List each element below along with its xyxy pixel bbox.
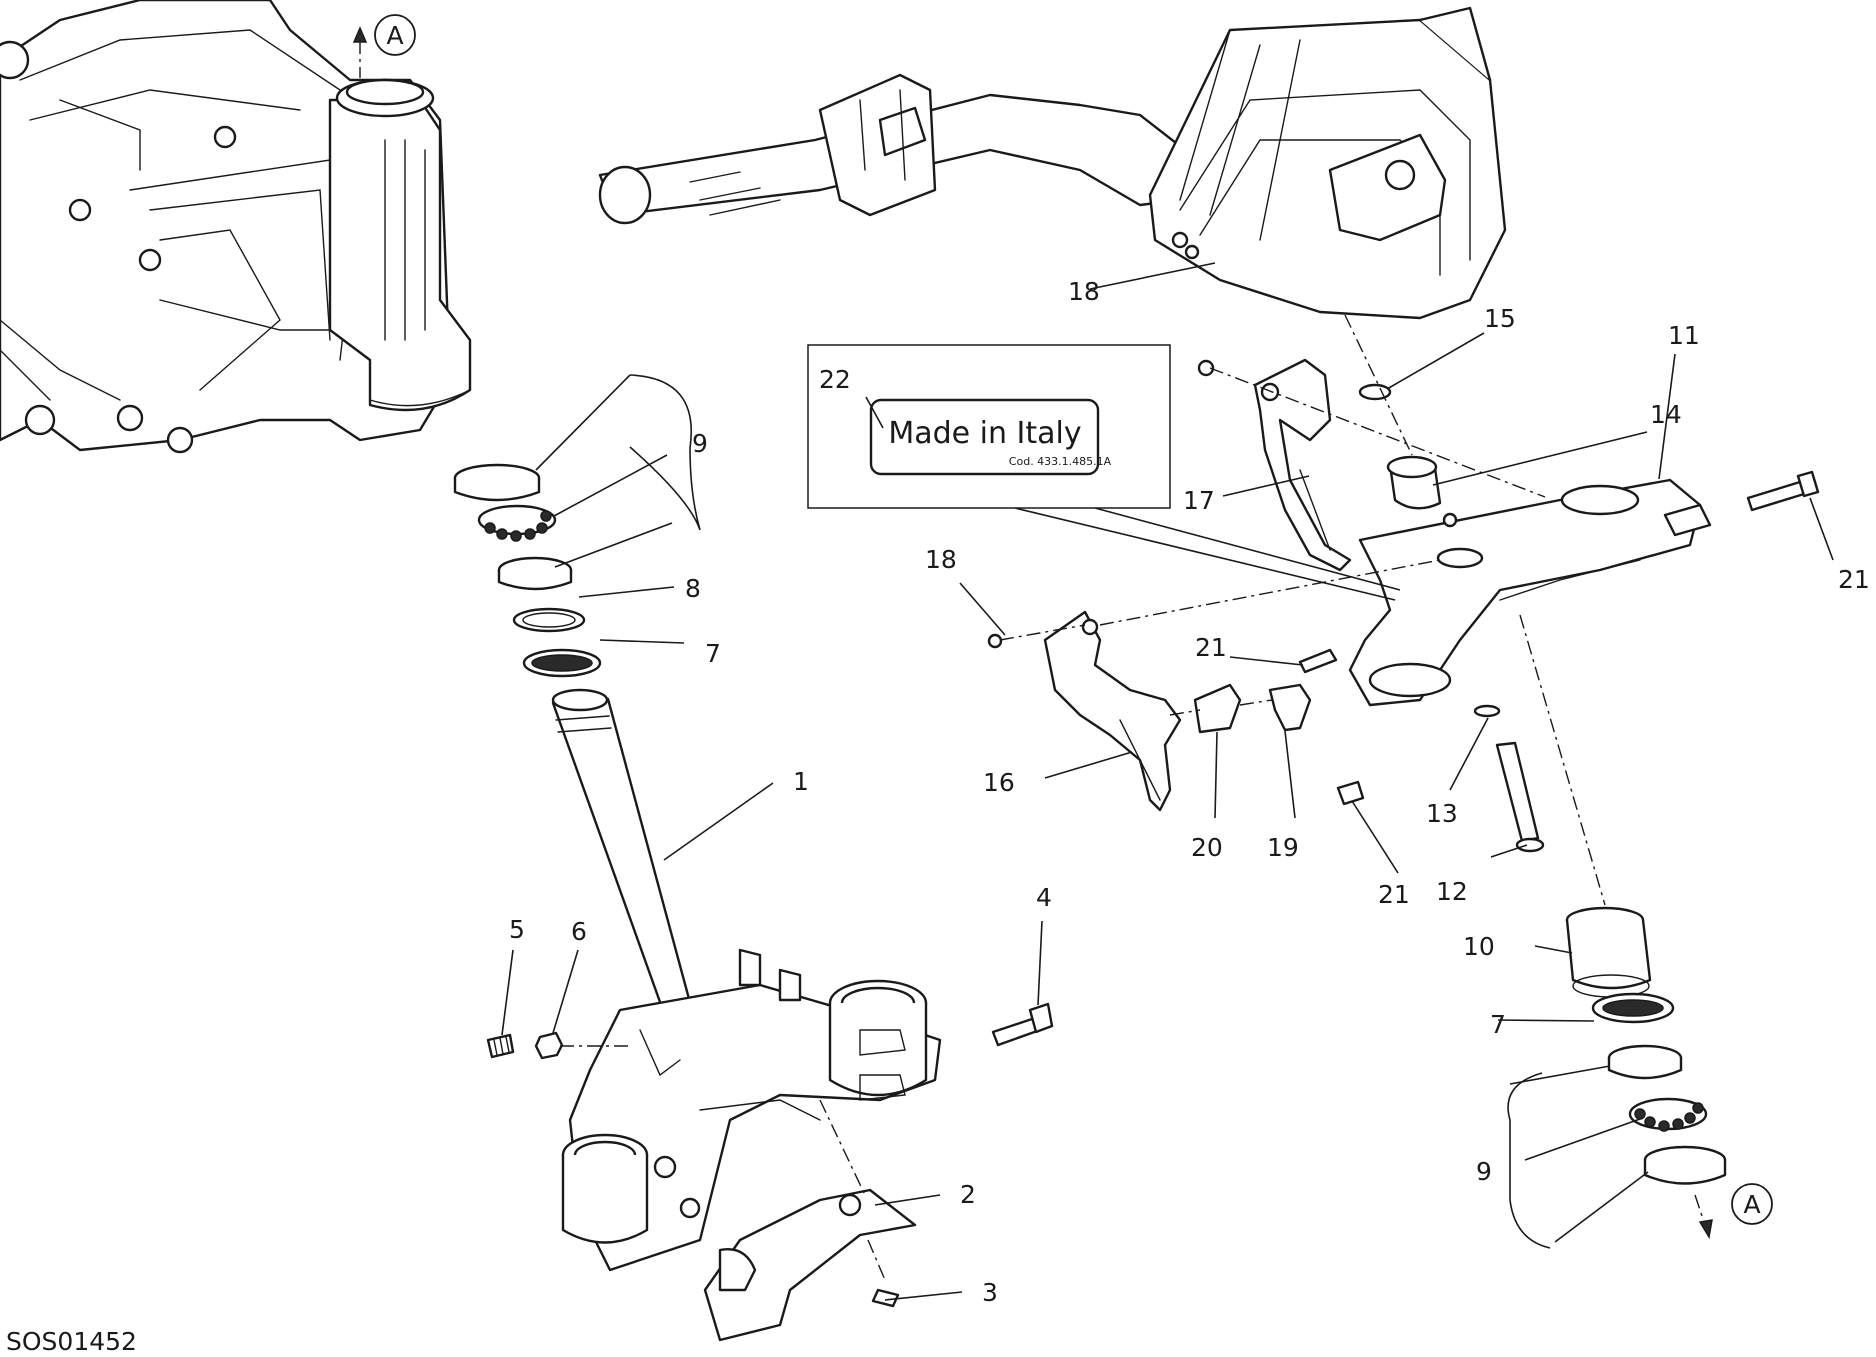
bearing-set-lower (1607, 1044, 1727, 1185)
steering-stem (551, 688, 694, 1018)
reference-marker-label: A (1743, 1190, 1760, 1219)
handlebar-assembly (598, 6, 1507, 320)
callout-21-lower: 21 (1378, 880, 1410, 909)
reference-marker-label: A (386, 21, 403, 50)
callout-19: 19 (1267, 833, 1299, 862)
screw-4 (991, 1002, 1054, 1047)
callout-9-lower: 9 (1476, 1157, 1492, 1186)
clip-19 (1268, 683, 1312, 732)
label-code: Cod. 433.1.485.1A (1009, 455, 1112, 468)
callout-21-mid: 21 (1195, 633, 1227, 662)
upper-triple-clamp (1348, 478, 1712, 707)
damper-20 (1193, 683, 1242, 734)
washer-13 (1473, 704, 1501, 718)
reference-marker-bottom: A (1694, 1183, 1773, 1240)
bearing-set-upper (453, 463, 573, 591)
reference-marker-top: A (352, 14, 416, 78)
leader-lines (501, 262, 1834, 1301)
bracket-16 (1043, 610, 1182, 812)
callout-3: 3 (982, 1278, 998, 1307)
callout-14: 14 (1650, 400, 1682, 429)
grub-screw-5 (486, 1033, 515, 1059)
callout-20: 20 (1191, 833, 1223, 862)
callout-18-lower: 18 (925, 545, 957, 574)
callout-numbers: 1 2 3 4 5 6 7 7 8 9 9 10 11 12 13 14 15 … (509, 277, 1870, 1307)
nut-6 (534, 1031, 564, 1060)
dust-cover-7-right (1591, 992, 1675, 1024)
callout-17: 17 (1183, 486, 1215, 515)
callout-7-left: 7 (705, 639, 721, 668)
callout-6: 6 (571, 917, 587, 946)
callout-10: 10 (1463, 932, 1495, 961)
callout-9-upper: 9 (692, 429, 708, 458)
callout-8: 8 (685, 574, 701, 603)
callout-12: 12 (1436, 877, 1468, 906)
screw-18-lower (987, 633, 1003, 649)
callout-21-right: 21 (1838, 565, 1870, 594)
drawing-code: SOS01452 (6, 1327, 137, 1356)
bolt-12 (1495, 741, 1545, 853)
seal-ring (512, 607, 586, 633)
callout-2: 2 (960, 1180, 976, 1209)
label-callout-box: Made in Italy Cod. 433.1.485.1A (807, 344, 1401, 601)
screw-3 (871, 1288, 900, 1308)
callout-11: 11 (1668, 321, 1700, 350)
callout-4: 4 (1036, 883, 1052, 912)
callout-15: 15 (1484, 304, 1516, 333)
adjuster-nut-10 (1565, 906, 1652, 998)
callout-18-upper: 18 (1068, 277, 1100, 306)
bolt-21-mid (1298, 648, 1338, 674)
screw-small-top (1197, 359, 1215, 377)
bolt-21-lower (1336, 780, 1365, 806)
label-text: Made in Italy (888, 416, 1081, 451)
rubber-damper-14 (1386, 455, 1442, 510)
callout-5: 5 (509, 915, 525, 944)
callout-13: 13 (1426, 799, 1458, 828)
bolt-21-right (1746, 470, 1820, 512)
washer-15 (1358, 383, 1392, 401)
dust-cover (522, 648, 602, 678)
frame-illustration (0, 0, 472, 454)
bracket-17 (1253, 358, 1352, 572)
callout-7-right: 7 (1490, 1010, 1506, 1039)
callout-22: 22 (819, 365, 851, 394)
lower-cover-plate (703, 1188, 917, 1342)
lower-triple-clamp (561, 948, 942, 1272)
callout-1: 1 (793, 767, 809, 796)
callout-16: 16 (983, 768, 1015, 797)
